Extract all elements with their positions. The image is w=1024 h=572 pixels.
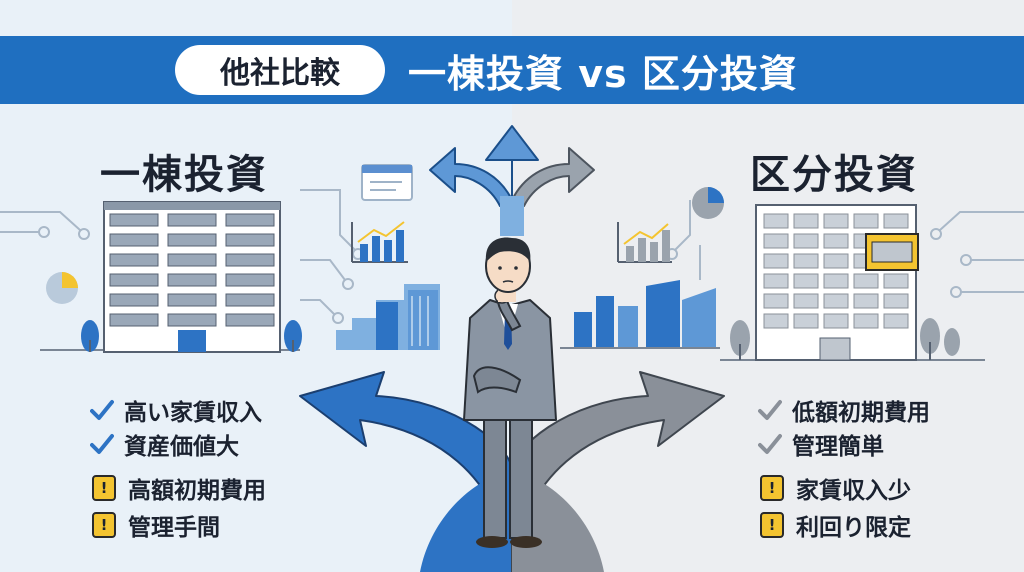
left-con-item: ! 高額初期費用	[92, 471, 266, 505]
tree-icon	[81, 320, 302, 352]
building-window	[167, 313, 217, 327]
warning-icon: !	[92, 475, 116, 501]
right-pro-item: 低額初期費用	[758, 393, 930, 427]
building-window	[823, 293, 849, 309]
building-window	[793, 233, 819, 249]
building-window	[793, 273, 819, 289]
building-window	[823, 233, 849, 249]
building-window	[883, 313, 909, 329]
left-pro-item: 資産価値大	[90, 427, 239, 461]
building-window	[109, 273, 159, 287]
right-pro-label: 低額初期費用	[792, 400, 930, 426]
tree-icon-right	[730, 318, 960, 360]
left-pro-label: 資産価値大	[124, 434, 239, 460]
building-window	[883, 213, 909, 229]
right-con-label: 利回り限定	[796, 515, 911, 541]
building-window	[225, 233, 275, 247]
apartment-building	[103, 201, 281, 353]
building-window	[853, 293, 879, 309]
bar-chart-icon-right	[617, 222, 672, 263]
building-window	[167, 213, 217, 227]
warning-icon: !	[760, 475, 784, 501]
right-con-label: 家賃収入少	[796, 478, 911, 504]
warning-icon: !	[92, 512, 116, 538]
building-window	[167, 293, 217, 307]
building-window	[167, 233, 217, 247]
building-window	[823, 253, 849, 269]
check-icon	[758, 400, 782, 420]
direction-arrow-icon	[429, 125, 595, 236]
building-window	[167, 273, 217, 287]
building-window	[793, 253, 819, 269]
building-window	[763, 233, 789, 249]
building-window	[853, 213, 879, 229]
building-window	[853, 313, 879, 329]
right-con-item: ! 利回り限定	[760, 508, 911, 542]
circuit-lines-left	[0, 189, 364, 324]
check-icon	[758, 434, 782, 454]
building-window	[763, 253, 789, 269]
businessman-figure	[463, 237, 557, 548]
building-window	[823, 273, 849, 289]
building-window	[109, 313, 159, 327]
building-window	[225, 253, 275, 267]
building-window	[883, 273, 909, 289]
left-con-label: 管理手間	[128, 515, 220, 541]
building-window	[109, 293, 159, 307]
comparison-tag: 他社比較	[175, 45, 385, 95]
document-icon	[361, 164, 413, 201]
left-con-item: ! 管理手間	[92, 508, 220, 542]
building-window	[823, 213, 849, 229]
tower-building	[755, 204, 919, 361]
building-window	[225, 273, 275, 287]
left-pro-label: 高い家賃収入	[124, 400, 262, 426]
building-window	[793, 293, 819, 309]
building-window	[763, 293, 789, 309]
building-window	[793, 213, 819, 229]
building-window	[853, 273, 879, 289]
building-window	[109, 253, 159, 267]
building-window	[763, 213, 789, 229]
bar-chart-icon	[351, 221, 408, 263]
right-pro-label: 管理簡単	[792, 434, 884, 460]
pie-chart-icon-right	[692, 187, 724, 219]
left-pro-item: 高い家賃収入	[90, 393, 262, 427]
page-title: 一棟投資 vs 区分投資	[408, 51, 798, 96]
header-banner	[0, 36, 1024, 104]
city-skyline-right	[560, 280, 720, 349]
building-window	[225, 293, 275, 307]
building-window	[763, 273, 789, 289]
building-window	[225, 313, 275, 327]
city-skyline-left	[336, 284, 440, 350]
building-window	[883, 293, 909, 309]
building-window	[167, 253, 217, 267]
building-window	[793, 313, 819, 329]
building-window	[763, 313, 789, 329]
building-window	[823, 313, 849, 329]
right-pro-item: 管理簡単	[758, 427, 884, 461]
check-icon	[90, 400, 114, 420]
check-icon	[90, 434, 114, 454]
right-con-item: ! 家賃収入少	[760, 471, 911, 505]
building-window	[109, 233, 159, 247]
warning-icon: !	[760, 512, 784, 538]
left-con-label: 高額初期費用	[128, 478, 266, 504]
right-heading: 区分投資	[750, 152, 918, 198]
pie-chart-icon	[46, 272, 78, 304]
building-window	[225, 213, 275, 227]
left-heading: 一棟投資	[100, 152, 268, 198]
building-window	[109, 213, 159, 227]
